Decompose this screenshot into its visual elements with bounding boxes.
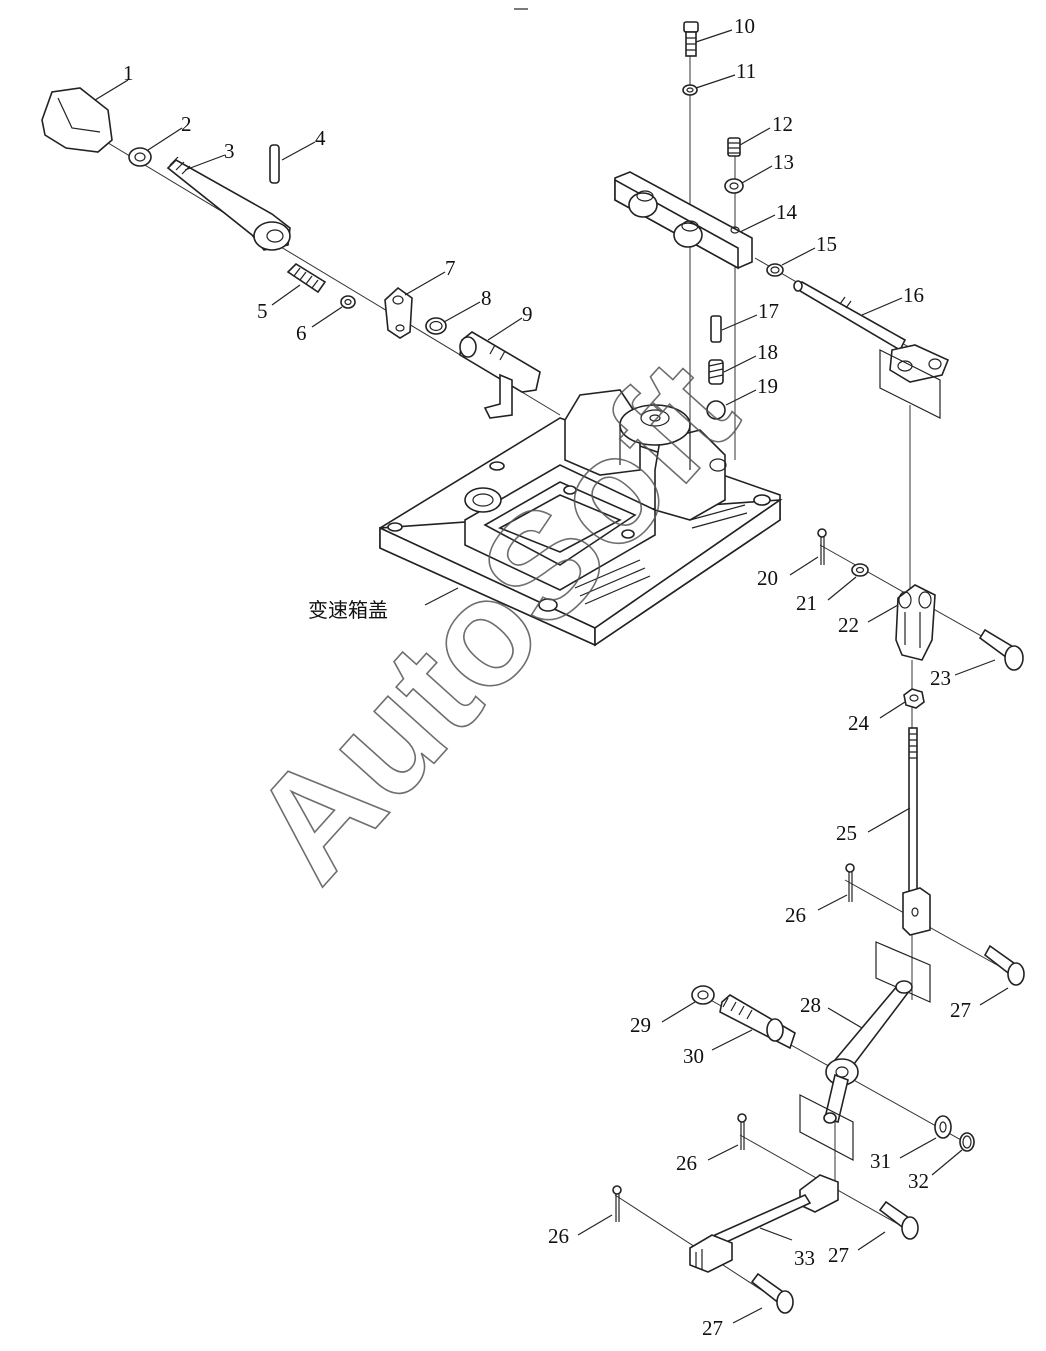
part-10-bolt xyxy=(683,21,699,57)
callout-29: 29 xyxy=(630,1013,651,1037)
part-6-washer xyxy=(340,295,356,309)
part-32-snap-ring xyxy=(959,1132,975,1152)
linkage-upper-group xyxy=(817,528,1025,1003)
part-9-shaft xyxy=(459,331,541,419)
part-2-nut xyxy=(128,147,152,167)
part-24-nut xyxy=(903,688,925,709)
part-31-washer xyxy=(934,1115,952,1139)
callout-18: 18 xyxy=(757,340,778,364)
part-33-link-rod xyxy=(689,1174,839,1273)
callout-15: 15 xyxy=(816,232,837,256)
part-3-lever xyxy=(166,156,291,251)
part-27-pin-a xyxy=(875,941,1025,1003)
part-15-ring xyxy=(766,263,784,277)
selector-group xyxy=(614,21,950,420)
callout-24: 24 xyxy=(848,711,870,735)
leader-lines xyxy=(94,29,1009,1324)
callout-28: 28 xyxy=(800,993,821,1017)
part-23-clevis-pin xyxy=(978,628,1024,671)
callout-10: 10 xyxy=(734,14,755,38)
callout-27: 27 xyxy=(950,998,971,1022)
part-26-cotter-pin-c xyxy=(612,1185,622,1222)
part-12-screw xyxy=(727,137,741,157)
part-18-spring xyxy=(708,359,724,385)
part-20-cotter-pin xyxy=(817,528,827,565)
callout-33: 33 xyxy=(794,1246,815,1270)
callout-27-c: 27 xyxy=(702,1316,723,1340)
part-7-plate xyxy=(384,286,413,339)
callout-6: 6 xyxy=(296,321,307,345)
callout-22: 22 xyxy=(838,613,859,637)
part-29-washer xyxy=(691,985,715,1005)
part-11-washer xyxy=(682,84,698,96)
part-19-ball xyxy=(706,400,726,420)
callout-30: 30 xyxy=(683,1044,704,1068)
callout-25: 25 xyxy=(836,821,857,845)
part-21-washer xyxy=(851,563,869,577)
callout-14: 14 xyxy=(776,200,798,224)
part-14-block xyxy=(614,171,753,270)
part-27-pin-b xyxy=(878,1200,919,1240)
part-8-ring xyxy=(425,317,447,335)
callout-31: 31 xyxy=(870,1149,891,1173)
transmission-cover xyxy=(379,389,783,647)
callout-26: 26 xyxy=(785,903,806,927)
part-26-cotter-pin-b xyxy=(737,1113,747,1150)
callout-12: 12 xyxy=(772,112,793,136)
callout-26-b: 26 xyxy=(676,1151,697,1175)
callout-8: 8 xyxy=(481,286,492,310)
part-25-rod xyxy=(902,727,931,936)
callout-11: 11 xyxy=(736,59,756,83)
callout-26-c: 26 xyxy=(548,1224,569,1248)
transmission-cover-label: 变速箱盖 xyxy=(308,598,388,622)
callout-labels: 1 2 3 4 5 6 7 8 9 10 11 12 13 14 15 16 1… xyxy=(123,14,971,1340)
part-17-pin xyxy=(710,315,722,343)
part-5-screw xyxy=(286,262,327,294)
linkage-lower-group xyxy=(612,980,975,1314)
callout-17: 17 xyxy=(758,299,779,323)
callout-20: 20 xyxy=(757,566,778,590)
callout-21: 21 xyxy=(796,591,817,615)
callout-4: 4 xyxy=(315,126,326,150)
callout-9: 9 xyxy=(522,302,533,326)
callout-13: 13 xyxy=(773,150,794,174)
part-22-clevis xyxy=(895,584,936,661)
part-26-cotter-pin-a xyxy=(845,863,855,902)
part-4-pin xyxy=(269,144,280,184)
part-16-rail xyxy=(793,280,950,419)
callout-1: 1 xyxy=(123,61,134,85)
callout-16: 16 xyxy=(903,283,924,307)
part-30-shaft xyxy=(719,994,796,1050)
callout-7: 7 xyxy=(445,256,456,280)
callout-19: 19 xyxy=(757,374,778,398)
callout-23: 23 xyxy=(930,666,951,690)
callout-2: 2 xyxy=(181,112,192,136)
callout-27-b: 27 xyxy=(828,1243,849,1267)
part-1-knob xyxy=(41,87,113,153)
part-13-nut xyxy=(724,178,744,194)
part-28-lever xyxy=(799,980,913,1161)
callout-32: 32 xyxy=(908,1169,929,1193)
shift-lever-group xyxy=(41,87,541,419)
callout-5: 5 xyxy=(257,299,268,323)
part-27-pin-c xyxy=(750,1272,794,1314)
callout-3: 3 xyxy=(224,139,235,163)
